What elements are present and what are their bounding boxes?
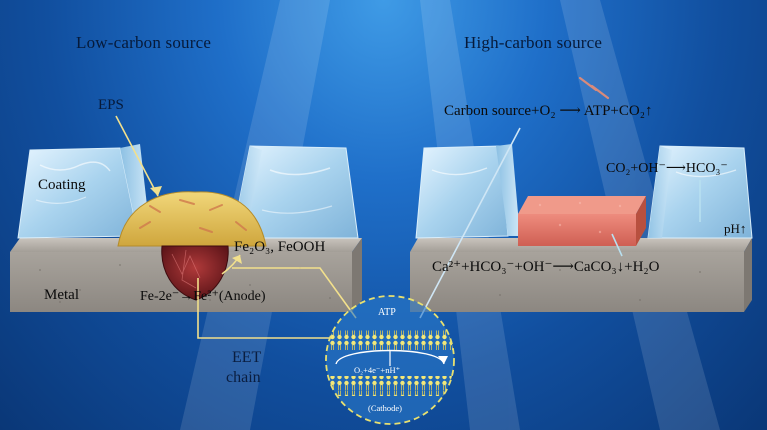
ph-label: pH↑ (724, 221, 747, 236)
left-coating-left (17, 147, 139, 239)
eet-label-line2: chain (226, 369, 261, 386)
eps-layer (117, 191, 267, 247)
metal-label: Metal (44, 287, 79, 303)
hco3-reaction-label: CO₂+OH⁻⟶HCO₃⁻ (606, 161, 728, 176)
caco3-layer-top (518, 196, 646, 214)
connector-lines (115, 115, 701, 339)
right-title: High-carbon source (464, 33, 603, 52)
membrane-zoom (325, 295, 455, 425)
iron-oxides-label: Fe₂O₃, FeOOH (234, 239, 326, 255)
left-title: Low-carbon source (76, 33, 212, 52)
left-block (10, 144, 362, 312)
caco3-reaction-label: Ca²⁺+HCO₃⁻+OH⁻⟶CaCO₃↓+H₂O (432, 259, 660, 275)
right-metal-front (410, 252, 744, 312)
anode-reaction-label: Fe-2e⁻→Fe²⁺(Anode) (140, 289, 266, 304)
eet-label-line1: EET (232, 349, 262, 366)
eps-label: EPS (98, 97, 124, 113)
corrosion-pit (161, 245, 229, 301)
carbon-reaction-label: Carbon source+O₂ ⟶ ATP+CO₂↑ (444, 103, 653, 119)
membrane-atp-label: ATP (378, 307, 396, 318)
arrow-heads (150, 186, 242, 264)
caco3-layer-front (518, 214, 636, 246)
membrane-cathode-reaction-label: O₂+4e⁻+nH⁺ (354, 365, 401, 375)
right-block (410, 76, 753, 312)
coating-label: Coating (38, 177, 86, 193)
right-coating-left (415, 145, 509, 239)
membrane-cathode-label: (Cathode) (368, 403, 402, 413)
